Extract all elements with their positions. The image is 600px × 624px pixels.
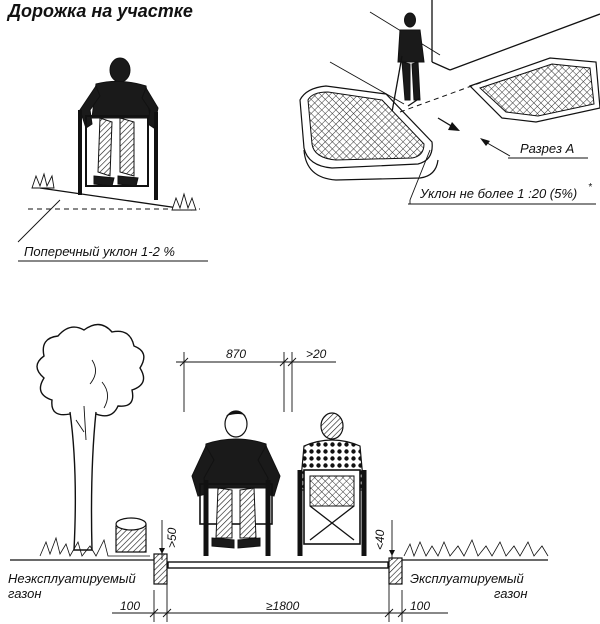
wheelchair-user-man (191, 410, 281, 556)
wheelchair-user-woman (297, 412, 367, 556)
sidewalk-edge-front (329, 61, 405, 105)
grass-left (39, 536, 150, 557)
dimension-clearance: >20 (306, 347, 327, 361)
curb-right (388, 557, 403, 585)
right-lawn-label-line1: Эксплуатируемый (410, 571, 524, 586)
grass-tuft-right (171, 192, 197, 211)
tree-stump (115, 517, 147, 553)
slope-label: Уклон не более 1 :20 (5%) (419, 186, 577, 201)
sloped-ground-line (39, 187, 193, 211)
right-lawn-label-line2: газон (494, 586, 528, 601)
grass-tuft-left (31, 172, 55, 189)
dimension-curb-left: 100 (120, 599, 140, 613)
left-lawn-label-line2: газон (8, 586, 42, 601)
crossing-dashed-line (399, 79, 489, 113)
tactile-pad-left (299, 85, 439, 181)
dimension-curb-right: 100 (410, 599, 430, 613)
building-corner (431, 0, 600, 71)
dimension-top (176, 352, 336, 412)
slope-footnote-mark: * (588, 182, 593, 193)
tactile-pad-right (468, 57, 600, 123)
tree (36, 323, 145, 551)
path-surface (167, 561, 389, 569)
section-arrow (407, 97, 421, 107)
cross-slope-label: Поперечный уклон 1-2 % (24, 244, 175, 259)
cross-slope-leader (17, 199, 61, 243)
section-a-leader-arrow (480, 138, 490, 146)
slope-arrow-head (448, 122, 460, 131)
curb-height-right-label: <40 (373, 529, 387, 550)
dimension-bottom (112, 572, 448, 622)
grass-right (403, 539, 549, 558)
curb-height-left-dim (159, 520, 165, 560)
slope-leader (409, 149, 431, 201)
left-lawn-label-line1: Неэксплуатируемый (8, 571, 136, 586)
pedestrian-with-cane (391, 12, 425, 113)
curb-height-left-label: >50 (165, 527, 179, 548)
dimension-path-width: ≥1800 (266, 599, 300, 613)
curb-height-right-dim (389, 520, 395, 560)
curb-left (153, 553, 168, 585)
top-left-wheelchair-figure (78, 57, 159, 200)
section-a-label: Разрез А (520, 141, 574, 156)
dimension-870: 870 (226, 347, 246, 361)
diagram-title: Дорожка на участке (6, 1, 193, 21)
